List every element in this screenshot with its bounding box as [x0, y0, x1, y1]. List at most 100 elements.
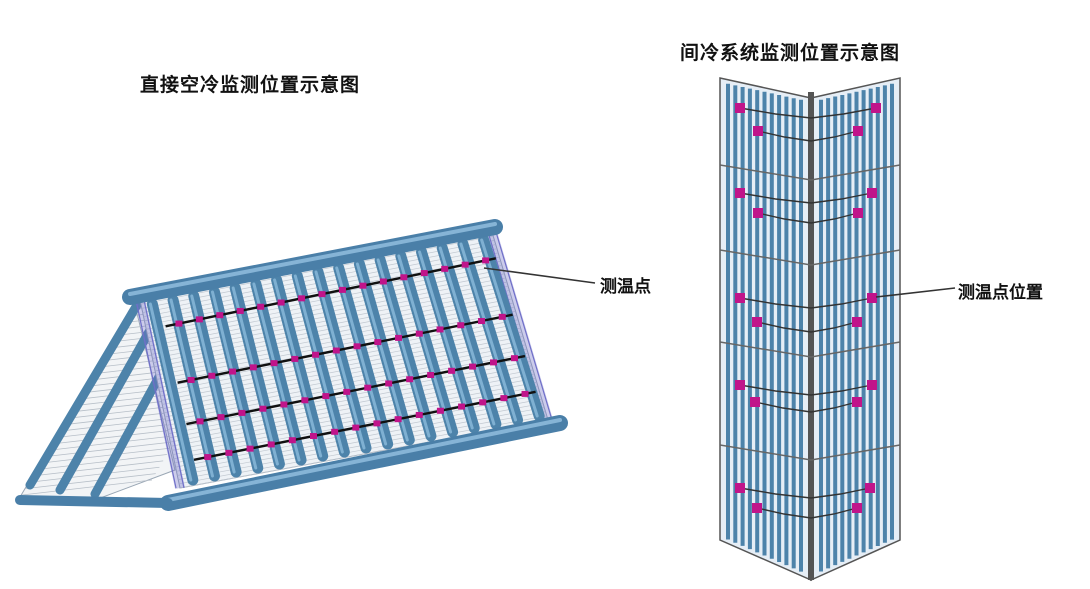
back-fin-line [48, 434, 179, 451]
finned-tube-highlight [438, 246, 496, 426]
top-header-pipe [122, 219, 503, 305]
temperature-sensor [322, 393, 330, 400]
temperature-sensor [394, 416, 402, 423]
column-temperature-sensor [852, 317, 862, 327]
finned-tube-highlight [210, 290, 258, 470]
temperature-sensor [395, 334, 403, 341]
finned-tube [271, 274, 329, 462]
finned-tube-highlight [231, 286, 279, 466]
front-tube-panel [135, 230, 553, 490]
left-side-frame-edge [135, 299, 177, 489]
temperature-sensor [267, 441, 275, 448]
temperature-sensor [441, 265, 449, 272]
temperature-sensor [478, 318, 486, 325]
temperature-sensor [216, 312, 224, 319]
temperature-sensor [461, 261, 469, 268]
finned-tube [353, 258, 415, 446]
column-temperature-sensor [735, 103, 745, 113]
back-tube-panel [19, 294, 261, 501]
back-fin-line [21, 479, 153, 496]
finned-tube-highlight [293, 274, 344, 454]
finned-tube [436, 242, 502, 430]
column-sensor-wires [739, 107, 877, 519]
column-temperature-sensor [752, 503, 762, 513]
column-band [719, 164, 901, 181]
temperature-sensor [238, 409, 246, 416]
finned-tube [229, 282, 285, 470]
temperature-sensor [436, 326, 444, 333]
callout-leader-line [483, 267, 596, 284]
temperature-sensor [229, 368, 237, 375]
column-sensor-wire [756, 321, 812, 333]
temperature-sensor [406, 376, 414, 383]
top-header-highlight [128, 222, 497, 296]
back-fin-line [36, 454, 167, 470]
column-sensor-wire [739, 192, 812, 204]
temperature-sensor [312, 351, 320, 358]
finned-tube-highlight [376, 258, 431, 438]
temperature-sensors [175, 257, 529, 461]
finned-tube-highlight [273, 278, 323, 458]
sensor-callout-label: 测温点 [600, 277, 651, 297]
column-band [719, 341, 901, 358]
left-side-frame-edge [143, 299, 185, 489]
finned-tube [374, 254, 437, 442]
temperature-sensor [479, 399, 487, 406]
finned-tube-highlight [459, 242, 518, 422]
temperature-sensor [310, 433, 318, 440]
temperature-sensor [332, 347, 340, 354]
finned-tube-highlight [190, 294, 236, 474]
temperature-sensor [195, 316, 203, 323]
right-side-frame-edge [495, 231, 553, 421]
temperature-sensor [338, 286, 346, 293]
temperature-sensor [359, 282, 367, 289]
column-sensor-wire [757, 130, 812, 142]
temperature-sensor [385, 380, 393, 387]
temperature-sensor [270, 360, 278, 367]
column-temperature-sensor [865, 483, 875, 493]
temperature-sensor [352, 424, 360, 431]
back-tube [55, 325, 155, 495]
finned-tube [188, 290, 242, 478]
indirect-cooling-column [719, 77, 956, 582]
finned-tube-highlight [355, 262, 409, 442]
temperature-sensor [208, 372, 216, 379]
temperature-sensor [490, 359, 498, 366]
column-sensor-wire [810, 321, 858, 333]
column-temperature-sensor [735, 380, 745, 390]
column-sensor-wire [756, 507, 812, 519]
left-side-frame [135, 298, 185, 490]
finned-tube [291, 270, 350, 458]
column-sensor-wire [810, 507, 858, 519]
temperature-sensor [298, 295, 306, 302]
column-temperature-sensor [753, 126, 763, 136]
a-frame-condenser [15, 219, 596, 511]
column-temperature-sensor [853, 208, 863, 218]
temperature-sensor [249, 364, 257, 371]
temperature-sensor [288, 437, 296, 444]
temperature-sensor [175, 320, 183, 327]
column-sensor-wire [754, 401, 812, 413]
column-temperature-sensor [852, 503, 862, 513]
column-band [719, 444, 901, 461]
temperature-sensor [196, 418, 204, 425]
finned-tube [208, 286, 264, 474]
temperature-sensor [373, 420, 381, 427]
finned-tube [167, 294, 220, 482]
temperature-sensor [187, 376, 195, 383]
direct-air-cooling-title: 直接空冷监测位置示意图 [140, 74, 361, 96]
finned-tube [395, 250, 459, 438]
finned-tube [416, 246, 480, 434]
temperature-sensor [301, 397, 309, 404]
column-temperature-sensor [735, 188, 745, 198]
column-temperature-sensor [852, 397, 862, 407]
finned-tube [250, 278, 307, 466]
indirect-cooling-title: 间冷系统监测位置示意图 [680, 42, 901, 64]
column-sensor-wire [810, 297, 873, 309]
column-temperature-sensor [853, 126, 863, 136]
column-sensor-wire [739, 384, 812, 396]
temperature-sensor [510, 355, 518, 362]
column-sensor-wire [810, 487, 871, 499]
temperature-sensor [415, 411, 423, 418]
